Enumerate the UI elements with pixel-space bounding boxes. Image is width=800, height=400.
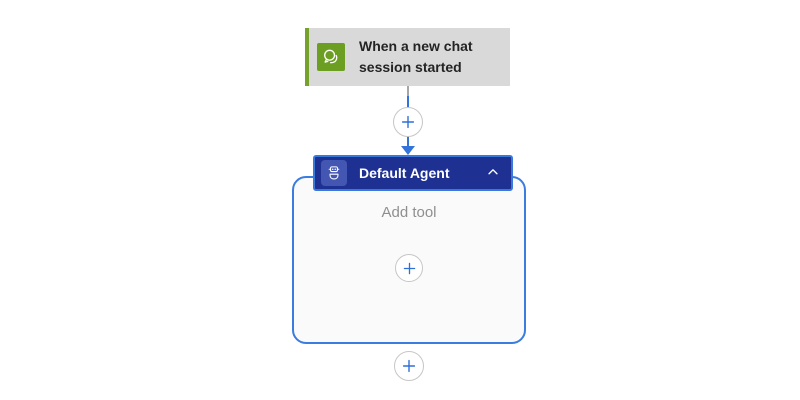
plus-icon [400, 114, 416, 130]
agent-scope-container: Add tool [292, 176, 526, 344]
trigger-title: When a new chat session started [359, 38, 473, 75]
plus-icon [402, 261, 417, 276]
agent-header[interactable]: Default Agent [313, 155, 513, 191]
plus-icon [401, 358, 417, 374]
chevron-up-icon [486, 165, 500, 182]
collapse-button[interactable] [483, 163, 503, 183]
trigger-card[interactable]: When a new chat session started [305, 28, 510, 86]
add-tool-button[interactable] [395, 254, 423, 282]
add-tool-placeholder: Add tool [381, 204, 437, 221]
agent-title: Default Agent [359, 165, 450, 181]
bot-icon [321, 160, 347, 186]
connector-arrowhead-icon [401, 146, 415, 155]
add-action-button[interactable] [394, 351, 424, 381]
insert-step-button[interactable] [393, 107, 423, 137]
connector-stub [407, 86, 409, 96]
chat-bubbles-icon [317, 43, 345, 71]
